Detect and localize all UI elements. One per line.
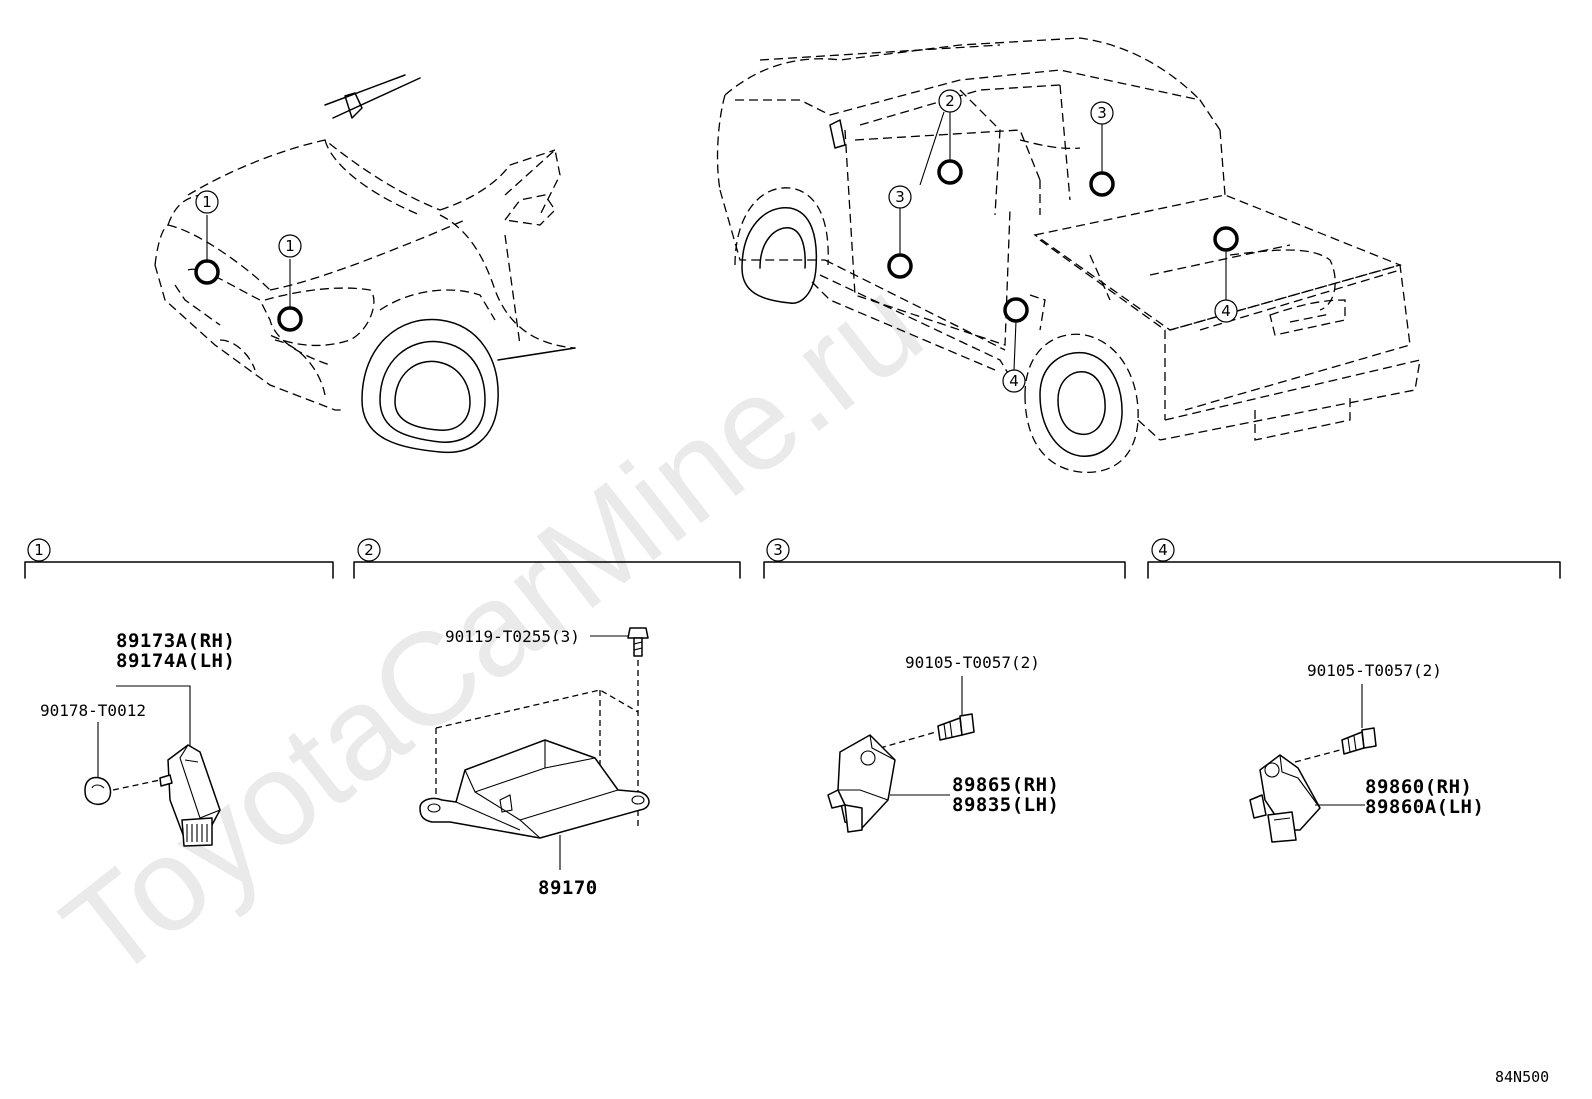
- section-1-parts: 89173A(RH) 89174A(LH) 90178-T0012: [40, 630, 235, 847]
- part-90105-T0057-s3: 90105-T0057(2): [905, 653, 1040, 672]
- section-3-parts: 90105-T0057(2) 89865(RH) 89835(LH): [827, 653, 1059, 833]
- front-vehicle-view: 1 1: [154, 74, 576, 454]
- callout-4b: 4: [1009, 372, 1019, 390]
- callout-3b: 3: [895, 188, 905, 206]
- front-airbag-sensor: [159, 744, 221, 847]
- part-90105-T0057-s4: 90105-T0057(2): [1307, 661, 1442, 680]
- rear-vehicle-view: 2 3 3 4 4: [716, 37, 1421, 474]
- section-4-parts: 90105-T0057(2) 89860(RH) 89860A(LH): [1249, 661, 1484, 843]
- section-1-label: 1: [34, 541, 44, 559]
- clip-90178: [84, 776, 112, 806]
- section-2-label: 2: [364, 541, 374, 559]
- callout-1: 1: [202, 193, 212, 211]
- rear-side-sensor-89860: [1249, 754, 1321, 843]
- section-4-label: 4: [1158, 541, 1168, 559]
- side-sensor-bolt-s3: [937, 713, 975, 741]
- part-89173A-rh: 89173A(RH): [116, 630, 235, 652]
- ecu-bolt: [627, 627, 649, 657]
- part-89835-lh: 89835(LH): [952, 794, 1059, 816]
- callout-2: 2: [945, 92, 955, 110]
- part-89170: 89170: [538, 877, 598, 899]
- side-sensor-bolt-s4: [1341, 727, 1377, 755]
- section-headers: 1 2 3 4: [24, 538, 1561, 579]
- callout-3: 3: [1097, 104, 1107, 122]
- part-90119-T0255: 90119-T0255(3): [445, 627, 580, 646]
- part-89174A-lh: 89174A(LH): [116, 650, 235, 672]
- callout-1b: 1: [285, 237, 295, 255]
- part-90178-T0012: 90178-T0012: [40, 701, 146, 720]
- airbag-ecu-89170: [419, 739, 650, 839]
- section-3-label: 3: [773, 541, 783, 559]
- diagram-code: 84N500: [1495, 1068, 1549, 1086]
- callout-4: 4: [1221, 302, 1231, 320]
- part-89865-rh: 89865(RH): [952, 774, 1059, 796]
- side-airbag-sensor-89865: [827, 734, 896, 833]
- part-89860-rh: 89860(RH): [1365, 776, 1472, 798]
- section-2-parts: 90119-T0255(3) 89170: [419, 627, 650, 899]
- part-89860A-lh: 89860A(LH): [1365, 796, 1484, 818]
